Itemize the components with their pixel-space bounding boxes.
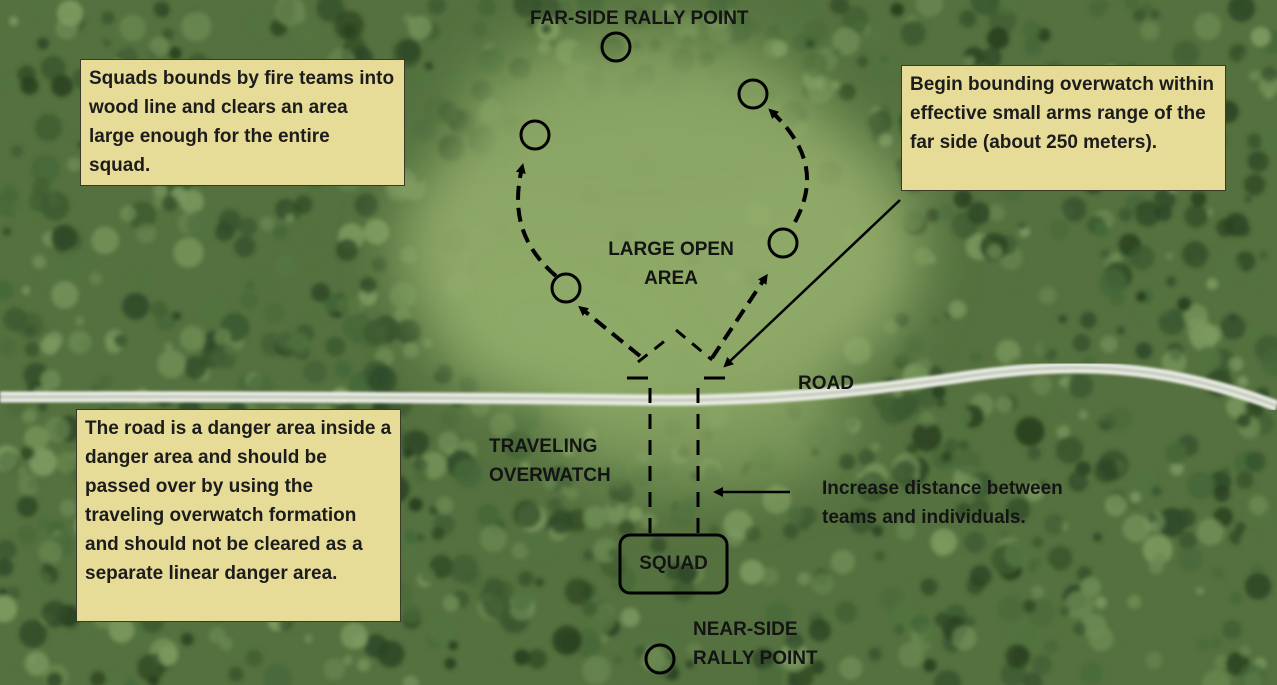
traveling-overwatch-label: TRAVELING OVERWATCH	[489, 436, 611, 486]
bound-arrow-left-1	[578, 305, 642, 358]
note-begin-bounding: Begin bounding overwatch within effectiv…	[901, 65, 1226, 191]
position-circle-left-lower	[550, 272, 582, 304]
bound-arrow-right-2	[768, 108, 810, 223]
v-dash-left	[637, 338, 667, 364]
position-circle-near-side-rally	[644, 643, 676, 675]
position-circle-far-side-rally	[600, 31, 632, 63]
squad-box	[618, 533, 729, 595]
callout-line	[723, 199, 901, 368]
position-circle-right-upper	[737, 78, 769, 110]
increase-distance-label: Increase distance between teams and indi…	[822, 478, 1063, 528]
v-dash-right	[675, 328, 713, 362]
large-open-area-label: LARGE OPEN AREA	[608, 239, 734, 289]
far-side-rally-point-label: FAR-SIDE RALLY POINT	[530, 8, 749, 29]
squad-label: SQUAD	[639, 553, 708, 574]
road-line	[0, 362, 1277, 412]
road-label: ROAD	[798, 373, 854, 394]
bound-arrow-right-1	[710, 273, 768, 360]
note-road-danger-area: The road is a danger area inside a dange…	[76, 409, 401, 622]
position-circle-left-upper	[519, 119, 551, 151]
note-squads-bound: Squads bounds by fire teams into wood li…	[80, 59, 405, 186]
near-side-rally-point-label: NEAR-SIDE RALLY POINT	[693, 619, 818, 669]
position-circle-right-lower	[767, 227, 799, 259]
